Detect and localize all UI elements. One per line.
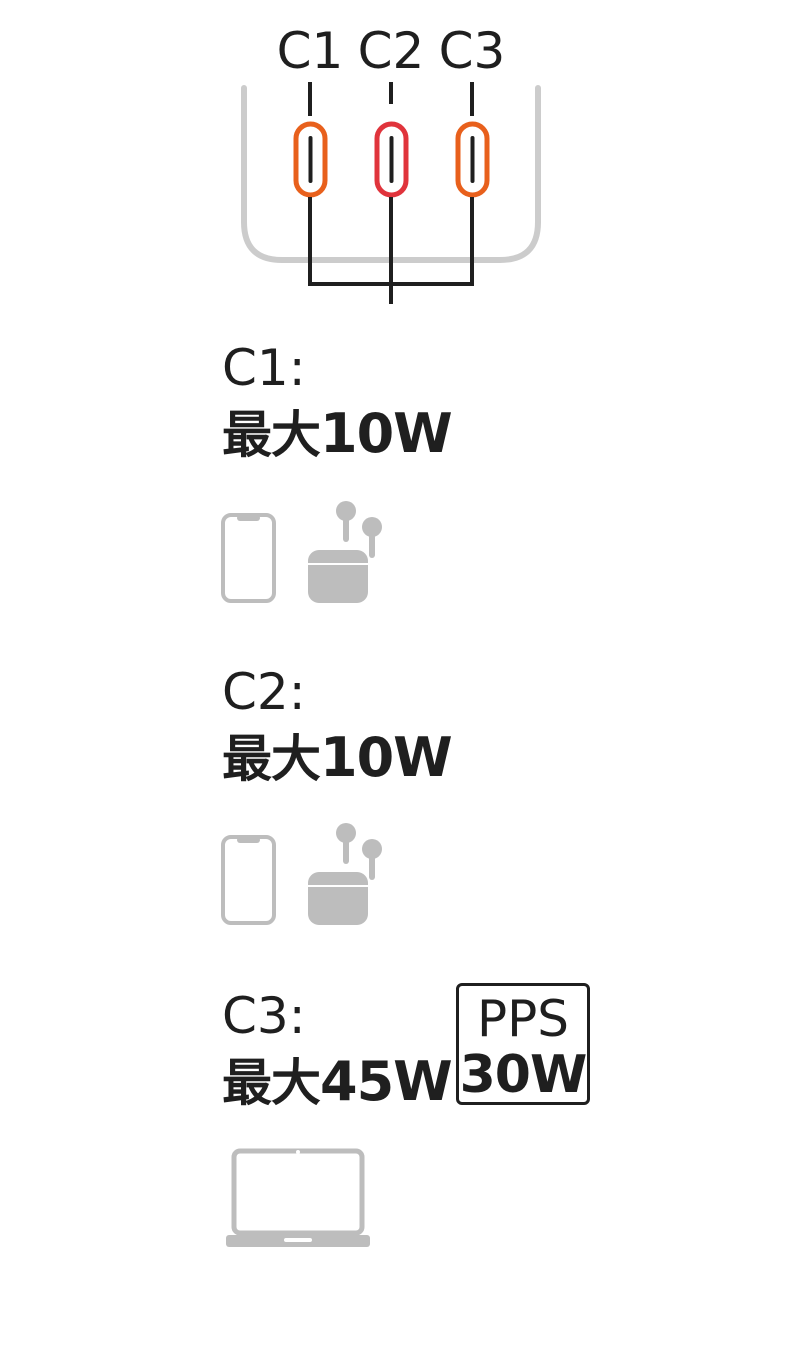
pps-badge-power: 30W	[459, 1045, 588, 1105]
pps-badge: PPS 30W	[456, 983, 590, 1105]
earbuds-icon	[308, 823, 382, 925]
c2-max-power: 最大10W	[222, 726, 453, 789]
c1-max-prefix: 最大	[222, 406, 321, 464]
c3-max-power: 最大45W	[222, 1050, 453, 1113]
earbuds-icon	[308, 501, 382, 603]
c3-port-label: C3	[438, 22, 506, 80]
laptop-icon	[226, 1148, 370, 1247]
c2-section-title: C2:	[222, 663, 306, 721]
c2-port-label: C2	[357, 22, 425, 80]
c2-max-value: 10W	[320, 726, 453, 789]
c1-max-power: 最大10W	[222, 402, 453, 465]
phone-icon	[221, 513, 276, 603]
port-diagram-graphic	[241, 82, 541, 304]
c3-max-prefix: 最大	[222, 1054, 321, 1112]
c3-max-value: 45W	[320, 1050, 453, 1113]
port-diagram: C1 C2 C3	[0, 0, 785, 320]
c1-section-title: C1:	[222, 339, 306, 397]
pps-badge-label: PPS	[476, 990, 570, 1048]
c2-max-prefix: 最大	[222, 730, 321, 788]
phone-icon	[221, 835, 276, 925]
c1-max-value: 10W	[320, 402, 453, 465]
c1-port-label: C1	[276, 22, 344, 80]
c3-section-title: C3:	[222, 987, 306, 1045]
